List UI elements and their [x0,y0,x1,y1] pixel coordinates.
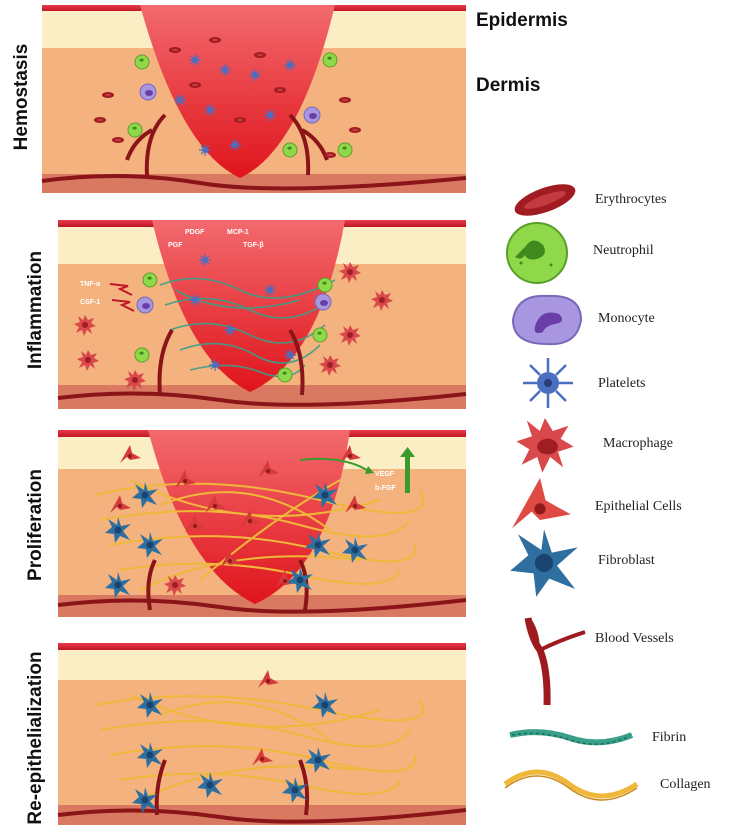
factor-pgf: PGF [168,242,183,249]
panel-proliferation [57,430,467,617]
legend-monocyte: Monocyte [598,311,655,326]
factor-vegf: VEGF [375,471,395,478]
monocyte-icon [511,294,583,346]
platelet-icon [523,358,573,408]
factor-csf1: CSF-1 [80,299,100,306]
legend-fibroblast: Fibroblast [598,553,655,568]
legend-blood-vessels: Blood Vessels [595,631,674,646]
panel-inflammation [57,220,467,409]
macrophage-icon [516,418,574,473]
factor-pdgf: PDGF [185,229,205,236]
stage-hemostasis: Hemostasis [11,43,32,151]
stage-inflammation: Inflammation [25,250,46,370]
legend-macrophage: Macrophage [603,436,673,451]
factor-bfgf: b-FGF [375,485,396,492]
epidermis-label: Epidermis [476,10,568,31]
stage-re-epithelialization: Re-epithelialization [25,651,46,825]
panel-hemostasis [41,5,467,193]
factor-mcp1: MCP-1 [227,229,249,236]
neutrophil-icon [506,222,568,284]
epithelial-cell-icon [512,478,571,529]
legend-fibrin: Fibrin [652,730,687,745]
blood-vessel-icon [524,617,586,706]
factor-tgfb: TGF-β [243,242,264,249]
dermis-label: Dermis [476,75,541,96]
erythrocyte-icon [514,184,576,216]
legend-neutrophil: Neutrophil [593,243,654,258]
factor-tnfa: TNF-α [80,281,101,288]
legend-collagen: Collagen [660,777,711,792]
legend-icons [503,184,639,801]
legend-platelets: Platelets [598,376,646,391]
fibrin-icon [509,729,634,746]
stage-proliferation: Proliferation [25,469,46,581]
panel-re-epithelialization [57,643,467,825]
collagen-icon [503,769,639,801]
fibroblast-icon [510,529,578,597]
legend-epithelial-cells: Epithelial Cells [595,499,682,514]
legend-erythrocytes: Erythrocytes [595,192,667,207]
